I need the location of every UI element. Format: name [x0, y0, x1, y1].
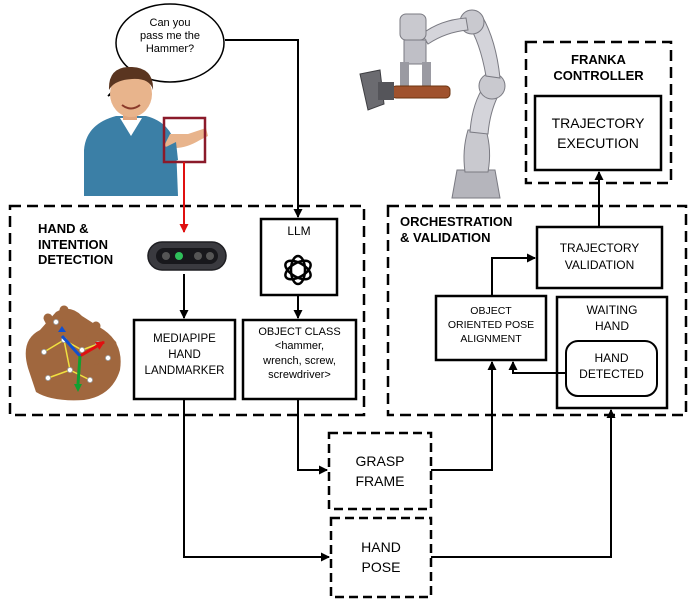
hand-landmarks-icon	[25, 305, 121, 401]
robot-arm-icon	[399, 9, 506, 199]
orchestration-group	[386, 204, 688, 417]
pose-to-validation-arrow	[491, 253, 536, 296]
object-class-to-grasp-arrow	[297, 399, 328, 475]
franka-title: FRANKA CONTROLLER	[553, 52, 644, 83]
hand-detected-label: HAND DETECTED	[579, 351, 644, 382]
mediapipe-label: MEDIAPIPE HAND LANDMARKER	[144, 333, 225, 378]
trajectory-execution-label: TRAJECTORY EXECUTION	[551, 115, 645, 152]
trajectory-validation-label: TRAJECTORY VALIDATION	[559, 241, 640, 273]
waiting-hand-label: WAITING HAND	[586, 303, 638, 333]
hand-intention-group	[8, 204, 366, 417]
hand-intention-title: HAND & INTENTION DETECTION	[38, 221, 114, 268]
openai-logo-icon	[284, 254, 312, 286]
orchestration-title: ORCHESTRATION & VALIDATION	[400, 214, 513, 245]
hand-pose-label: HAND POSE	[361, 539, 401, 576]
object-pose-label: OBJECT ORIENTED POSE ALIGNMENT	[447, 305, 535, 346]
speech-bubble-text: Can you pass me the Hammer?	[140, 17, 200, 56]
llm-label: LLM	[287, 224, 311, 238]
hammer-icon	[359, 69, 451, 111]
hand-detected-box	[565, 340, 658, 397]
speech-to-llm-arrow	[225, 39, 303, 218]
object-class-label: OBJECT CLASS <hammer, wrench, screw, scr…	[258, 326, 341, 381]
trajectory-execution-box	[533, 94, 663, 172]
hand-pose-box	[329, 516, 433, 599]
person-icon	[84, 66, 208, 196]
mediapipe-to-handpose-arrow	[183, 399, 330, 562]
detected-to-pose-alignment-arrow	[508, 361, 566, 374]
trajectory-validation-box	[535, 225, 664, 290]
handpose-to-detected-arrow	[431, 409, 616, 558]
grasp-frame-label: GRASP FRAME	[355, 453, 405, 490]
grasp-to-pose-alignment-arrow	[431, 361, 497, 471]
object-class-box	[241, 318, 358, 401]
depth-camera-icon	[147, 241, 227, 271]
